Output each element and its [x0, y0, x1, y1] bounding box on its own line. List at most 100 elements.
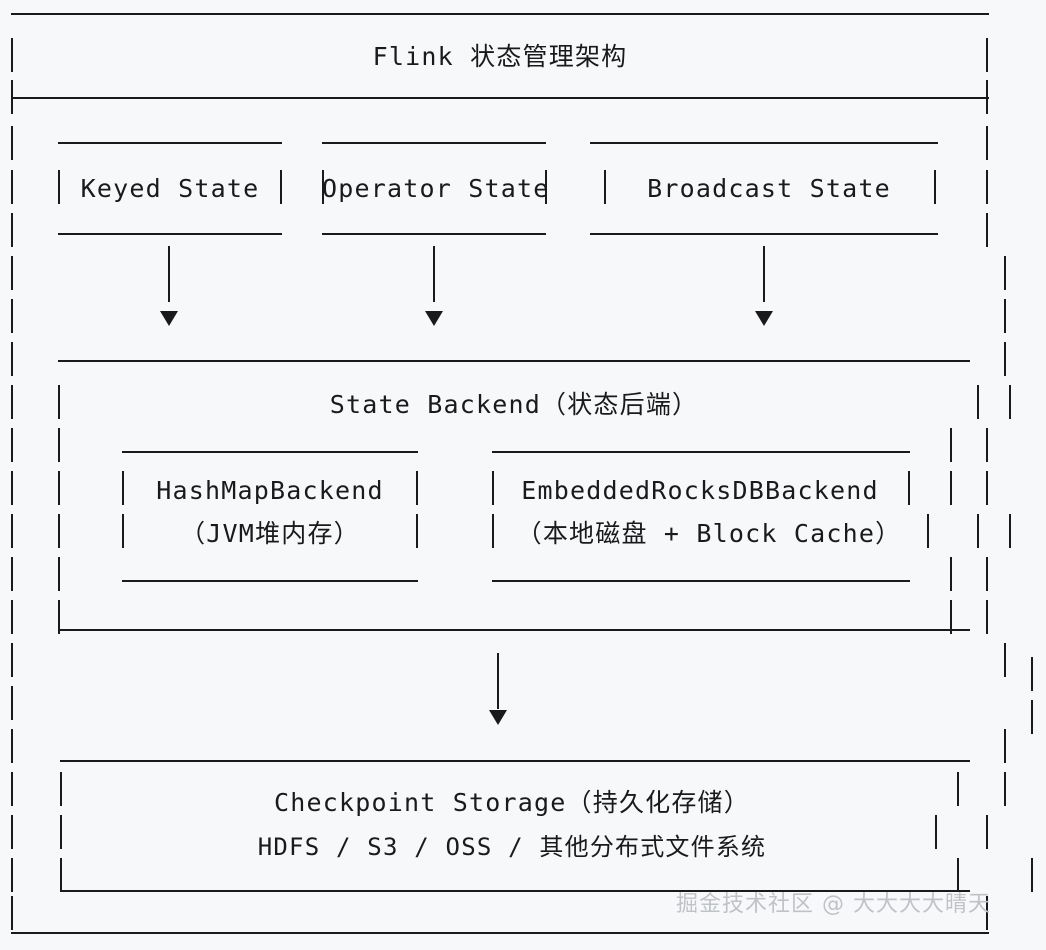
rocksdb-backend-box-right-pipe: [908, 471, 910, 505]
state-backend-box-bottom: [58, 629, 970, 631]
outer-frame-left-pipe: [11, 428, 13, 462]
outer-frame-right-pipe: [1004, 643, 1006, 677]
checkpoint-storage-box-top: [60, 760, 970, 762]
broadcast-state-label: Broadcast State: [647, 174, 891, 203]
outer-frame-right-pipe: [1031, 700, 1033, 734]
state-backend-box-right-pipe: [977, 514, 979, 548]
outer-frame-left-pipe: [11, 557, 13, 591]
outer-frame-right-pipe: [1031, 657, 1033, 691]
checkpoint-storage-box-left-pipe: [60, 772, 62, 806]
rocksdb-backend-box-left-pipe: [492, 514, 494, 548]
outer-frame-left-pipe: [11, 729, 13, 763]
arrow-head-backend-to-checkpoint: [489, 710, 507, 725]
arrow-shaft-backend-to-checkpoint: [497, 653, 499, 709]
outer-frame-left-pipe: [11, 385, 13, 419]
outer-frame-left-pipe: [11, 299, 13, 333]
state-backend-label: State Backend（状态后端）: [329, 390, 699, 419]
state-backend-box-right-pipe: [977, 385, 979, 419]
keyed-state-box-right-pipe: [280, 170, 282, 204]
keyed-state-label: Keyed State: [80, 174, 260, 203]
diagram-title: Flink 状态管理架构: [372, 42, 628, 71]
checkpoint-storage-subtitle: HDFS / S3 / OSS / 其他分布式文件系统: [257, 833, 767, 861]
outer-frame-right-pipe: [1009, 385, 1011, 419]
checkpoint-storage-box-bottom: [60, 890, 970, 892]
outer-frame-right-pipe: [1004, 299, 1006, 333]
operator-state-box-right-pipe: [545, 170, 547, 204]
outer-frame-right-pipe: [986, 557, 988, 591]
arrow-shaft-keyed-to-backend: [168, 246, 170, 302]
state-backend-box-right-pipe: [950, 600, 952, 634]
outer-frame-left-pipe: [11, 896, 13, 930]
outer-frame-right-pipe: [1009, 514, 1011, 548]
state-backend-box-left-pipe: [58, 428, 60, 462]
state-backend-box-right-pipe: [950, 471, 952, 505]
outer-frame-top-border: [11, 13, 989, 15]
rocksdb-backend-box-right-pipe: [927, 514, 929, 548]
rocksdb-backend-title: EmbeddedRocksDBBackend: [521, 476, 879, 505]
hashmap-backend-box-right-pipe: [416, 514, 418, 548]
outer-frame-title-separator: [11, 97, 989, 99]
outer-frame-left-pipe: [11, 514, 13, 548]
state-backend-box-right-pipe: [950, 557, 952, 591]
outer-frame-left-pipe: [11, 643, 13, 677]
outer-frame-right-pipe: [1004, 342, 1006, 376]
state-backend-box-left-pipe: [58, 514, 60, 548]
outer-frame-left-pipe: [11, 815, 13, 849]
hashmap-backend-box-left-pipe: [122, 471, 124, 505]
broadcast-state-box-right-pipe: [934, 170, 936, 204]
rocksdb-backend-box-top: [492, 451, 910, 453]
operator-state-box-bottom: [322, 233, 546, 235]
outer-frame-right-pipe: [1004, 772, 1006, 806]
checkpoint-storage-box-right-pipe: [935, 815, 937, 849]
outer-frame-right-pipe: [986, 471, 988, 505]
state-backend-box-left-pipe: [58, 557, 60, 591]
hashmap-backend-box-top: [122, 451, 418, 453]
state-backend-box-top: [58, 360, 970, 362]
outer-frame-right-pipe: [986, 170, 988, 204]
state-backend-box-left-pipe: [58, 385, 60, 419]
outer-frame-right-pipe: [986, 126, 988, 160]
rocksdb-backend-box-bottom: [492, 580, 910, 582]
hashmap-backend-box-bottom: [122, 580, 418, 582]
checkpoint-storage-box-right-pipe: [957, 858, 959, 892]
outer-frame-left-pipe: [11, 126, 13, 160]
outer-frame-left-pipe: [11, 38, 13, 72]
rocksdb-backend-box-left-pipe: [492, 471, 494, 505]
outer-frame-right-pipe: [1004, 729, 1006, 763]
checkpoint-storage-box-left-pipe: [60, 815, 62, 849]
outer-frame-left-pipe: [11, 858, 13, 892]
outer-frame-right-pipe: [986, 815, 988, 849]
broadcast-state-box-bottom: [590, 233, 938, 235]
outer-frame-left-pipe: [11, 256, 13, 290]
outer-frame-right-pipe: [986, 80, 988, 114]
checkpoint-storage-title: Checkpoint Storage（持久化存储）: [274, 788, 750, 817]
hashmap-backend-box-left-pipe: [122, 514, 124, 548]
outer-frame-left-pipe: [11, 600, 13, 634]
outer-frame-left-pipe: [11, 471, 13, 505]
outer-frame-left-pipe: [11, 772, 13, 806]
state-backend-box-left-pipe: [58, 600, 60, 634]
operator-state-box-left-pipe: [322, 170, 324, 204]
arrow-shaft-broadcast-to-backend: [763, 246, 765, 302]
checkpoint-storage-box-left-pipe: [60, 858, 62, 892]
state-backend-box-right-pipe: [950, 428, 952, 462]
outer-frame-left-pipe: [11, 80, 13, 114]
outer-frame-right-pipe: [1004, 256, 1006, 290]
arrow-head-broadcast-to-backend: [755, 311, 773, 326]
keyed-state-box-left-pipe: [58, 170, 60, 204]
outer-frame-right-pipe: [1031, 858, 1033, 892]
keyed-state-box-bottom: [58, 233, 282, 235]
outer-frame-bottom-border: [11, 932, 989, 934]
outer-frame-right-pipe: [986, 38, 988, 72]
arrow-shaft-operator-to-backend: [433, 246, 435, 302]
operator-state-label: Operator State: [322, 174, 550, 203]
hashmap-backend-box-right-pipe: [416, 471, 418, 505]
operator-state-box-top: [322, 142, 546, 144]
outer-frame-left-pipe: [11, 686, 13, 720]
state-backend-box-left-pipe: [58, 471, 60, 505]
hashmap-backend-subtitle: （JVM堆内存）: [180, 519, 360, 548]
outer-frame-left-pipe: [11, 170, 13, 204]
hashmap-backend-title: HashMapBackend: [156, 476, 384, 505]
outer-frame-right-pipe: [986, 600, 988, 634]
